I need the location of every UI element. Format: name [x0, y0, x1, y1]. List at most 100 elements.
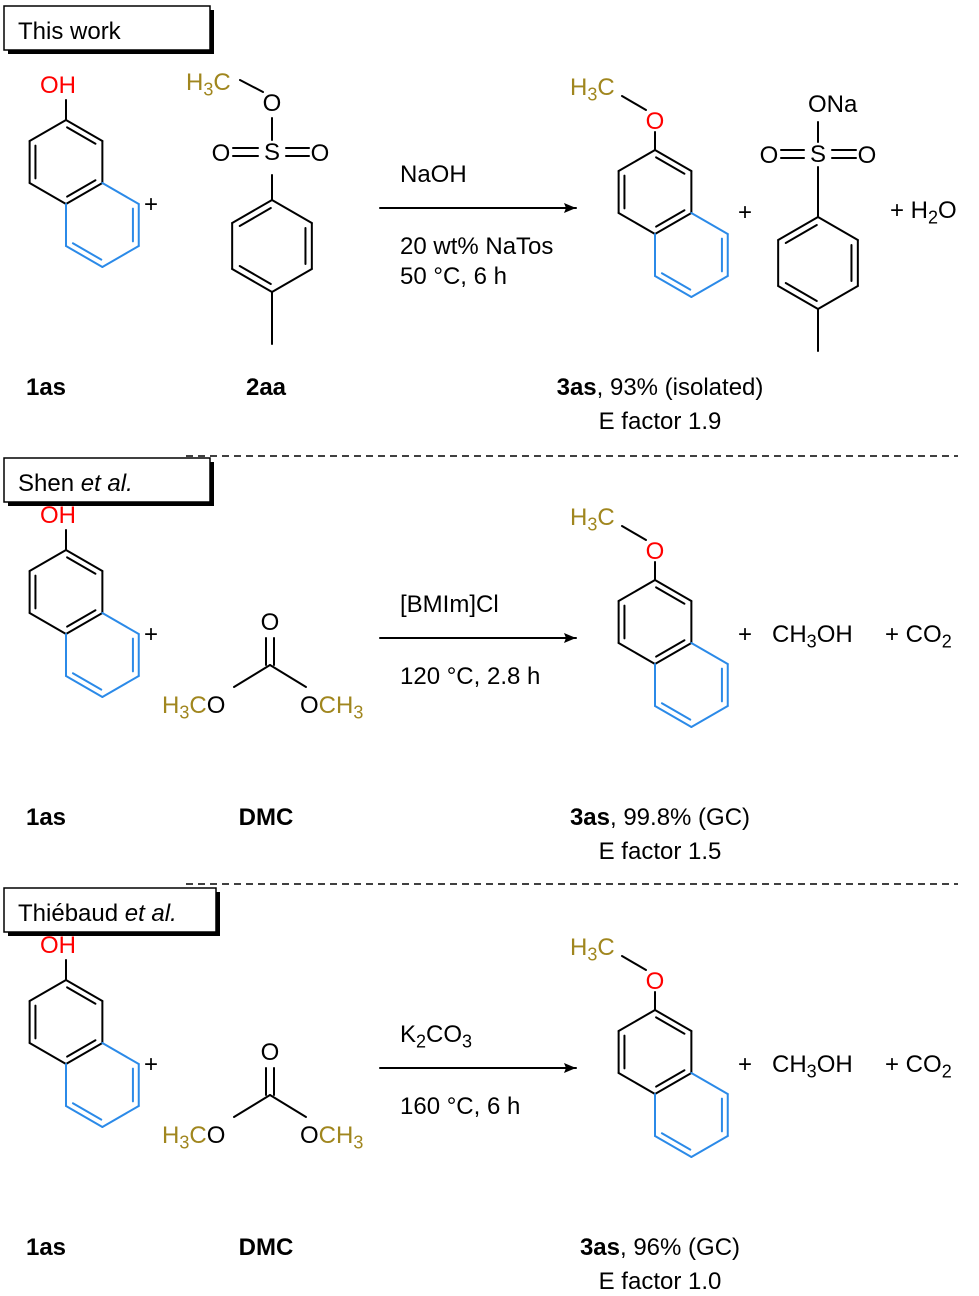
methanol-byproduct-part: CH: [772, 621, 807, 648]
carbonyl-oxygen-part: O: [261, 609, 280, 636]
ring-bond: [617, 1072, 656, 1095]
dmc-right-methoxy-part: 3: [353, 702, 363, 722]
reaction-arrow-head: [564, 1063, 576, 1073]
efactor-label-part: E factor 1.5: [599, 838, 722, 865]
oxygen-right: O: [858, 142, 877, 169]
plus-sign-2-part: +: [738, 199, 752, 226]
product-yield-label-part: 3as: [580, 1234, 620, 1261]
label-shen-text-part: Shen: [18, 470, 81, 497]
dmc-left-methoxy-part: 3: [179, 1132, 189, 1152]
ring-double-bond: [655, 156, 686, 175]
compound-label-mid: 2aa: [246, 374, 287, 401]
product-yield-label-part: , 99.8% (GC): [610, 804, 750, 831]
product-methyl-part: H: [570, 74, 587, 101]
ring-bond: [28, 1042, 67, 1065]
plus-sign-1: +: [144, 191, 158, 218]
plus-sign-1-part: +: [144, 191, 158, 218]
product-yield-label-part: 3as: [570, 804, 610, 831]
dmc-right-methoxy-part: O: [300, 692, 319, 719]
o-methyl-bond: [621, 95, 647, 111]
co2-byproduct-part: 2: [942, 631, 952, 651]
naphthol-1as: [28, 549, 140, 698]
methanol-byproduct: CH3​OH: [772, 621, 853, 651]
ring-bond-blue: [65, 245, 104, 268]
ring-double-bond: [71, 242, 103, 261]
condition-below-part: 120 °C, 2.8 h: [400, 663, 540, 690]
ring-bond: [271, 199, 313, 224]
dmc-left-methoxy-part: C: [189, 692, 206, 719]
compound-label-mid: DMC: [239, 804, 294, 831]
dmc-left-methoxy-part: O: [207, 692, 226, 719]
compound-label-left-part: 1as: [26, 374, 66, 401]
methanol-byproduct-part: OH: [817, 1051, 853, 1078]
efactor-label-part: E factor 1.0: [599, 1268, 722, 1295]
ring-double-bond: [660, 272, 692, 291]
ring-bond: [654, 579, 693, 602]
dmc-left-methoxy-part: C: [189, 1122, 206, 1149]
product-methyl: H3​C: [570, 504, 615, 534]
methyl-group-part: 3: [203, 79, 213, 99]
compound-label-left-part: 1as: [26, 1234, 66, 1261]
compound-label-left-part: 1as: [26, 804, 66, 831]
compound-label-mid-part: DMC: [239, 804, 294, 831]
ona-label-part: ONa: [808, 91, 858, 118]
product-yield-label: 3as, 99.8% (GC): [570, 804, 750, 831]
water-byproduct: + H2​O: [890, 197, 957, 227]
plus-sign-1: +: [144, 621, 158, 648]
product-methyl: H3​C: [570, 934, 615, 964]
condition-above: [BMIm]Cl: [400, 591, 499, 618]
ring-bond-blue: [690, 275, 729, 298]
ring-bond: [654, 1009, 693, 1032]
methyl-group-part: H: [186, 69, 203, 96]
c-o-right-bond: [269, 1094, 307, 1118]
efactor-label: E factor 1.5: [599, 838, 722, 865]
reaction-arrow-head: [564, 633, 576, 643]
ring-bond: [65, 979, 104, 1002]
compound-label-mid-part: 2aa: [246, 374, 287, 401]
ring-bond: [231, 268, 273, 293]
ring-bond: [28, 119, 67, 142]
ring-double-bond: [660, 1132, 692, 1151]
product-oxygen: O: [646, 968, 665, 995]
methanol-byproduct-part: 3: [807, 631, 817, 651]
co2-byproduct: + CO2​: [885, 1051, 952, 1081]
oh-label: OH: [40, 502, 76, 529]
methanol-byproduct-part: CH: [772, 1051, 807, 1078]
oxygen-right-part: O: [858, 142, 877, 169]
ring-bond: [617, 579, 656, 602]
ring-bond-blue: [690, 705, 729, 728]
ring-bond: [231, 199, 273, 224]
label-thiebaud-text: Thiébaud et al.: [18, 900, 177, 927]
oxygen-left: O: [212, 140, 231, 167]
co2-byproduct-part: 2: [942, 1061, 952, 1081]
efactor-label-part: E factor 1.9: [599, 408, 722, 435]
condition-below: 50 °C, 6 h: [400, 263, 507, 290]
label-shen: [3, 457, 211, 503]
ring-double-bond: [66, 1039, 97, 1058]
product-methyl-part: 3: [587, 944, 597, 964]
ring-double-bond: [66, 556, 97, 575]
ring-double-bond: [784, 282, 818, 302]
co2-byproduct: + CO2​: [885, 621, 952, 651]
product-methyl-part: H: [570, 934, 587, 961]
ring-double-bond: [655, 1016, 686, 1035]
o-methyl-bond: [621, 525, 647, 541]
label-this-work: [3, 5, 211, 51]
carbonyl-oxygen: O: [261, 609, 280, 636]
ring-bond: [28, 182, 67, 205]
condition-above-part: 3: [462, 1031, 472, 1051]
oh-label: OH: [40, 72, 76, 99]
ring-bond: [654, 1072, 693, 1095]
dmc-left-methoxy-part: O: [207, 1122, 226, 1149]
ring-double-bond: [66, 179, 97, 198]
tosyl-ring: [231, 199, 313, 293]
ring-bond-blue: [654, 275, 693, 298]
c-o-left-bond: [233, 664, 271, 688]
ring-bond: [817, 216, 859, 241]
condition-above-part: NaOH: [400, 161, 467, 188]
oxygen-right: O: [311, 140, 330, 167]
ring-double-bond: [71, 672, 103, 691]
water-byproduct-part: O: [938, 197, 957, 224]
product-oxygen-part: O: [646, 108, 665, 135]
